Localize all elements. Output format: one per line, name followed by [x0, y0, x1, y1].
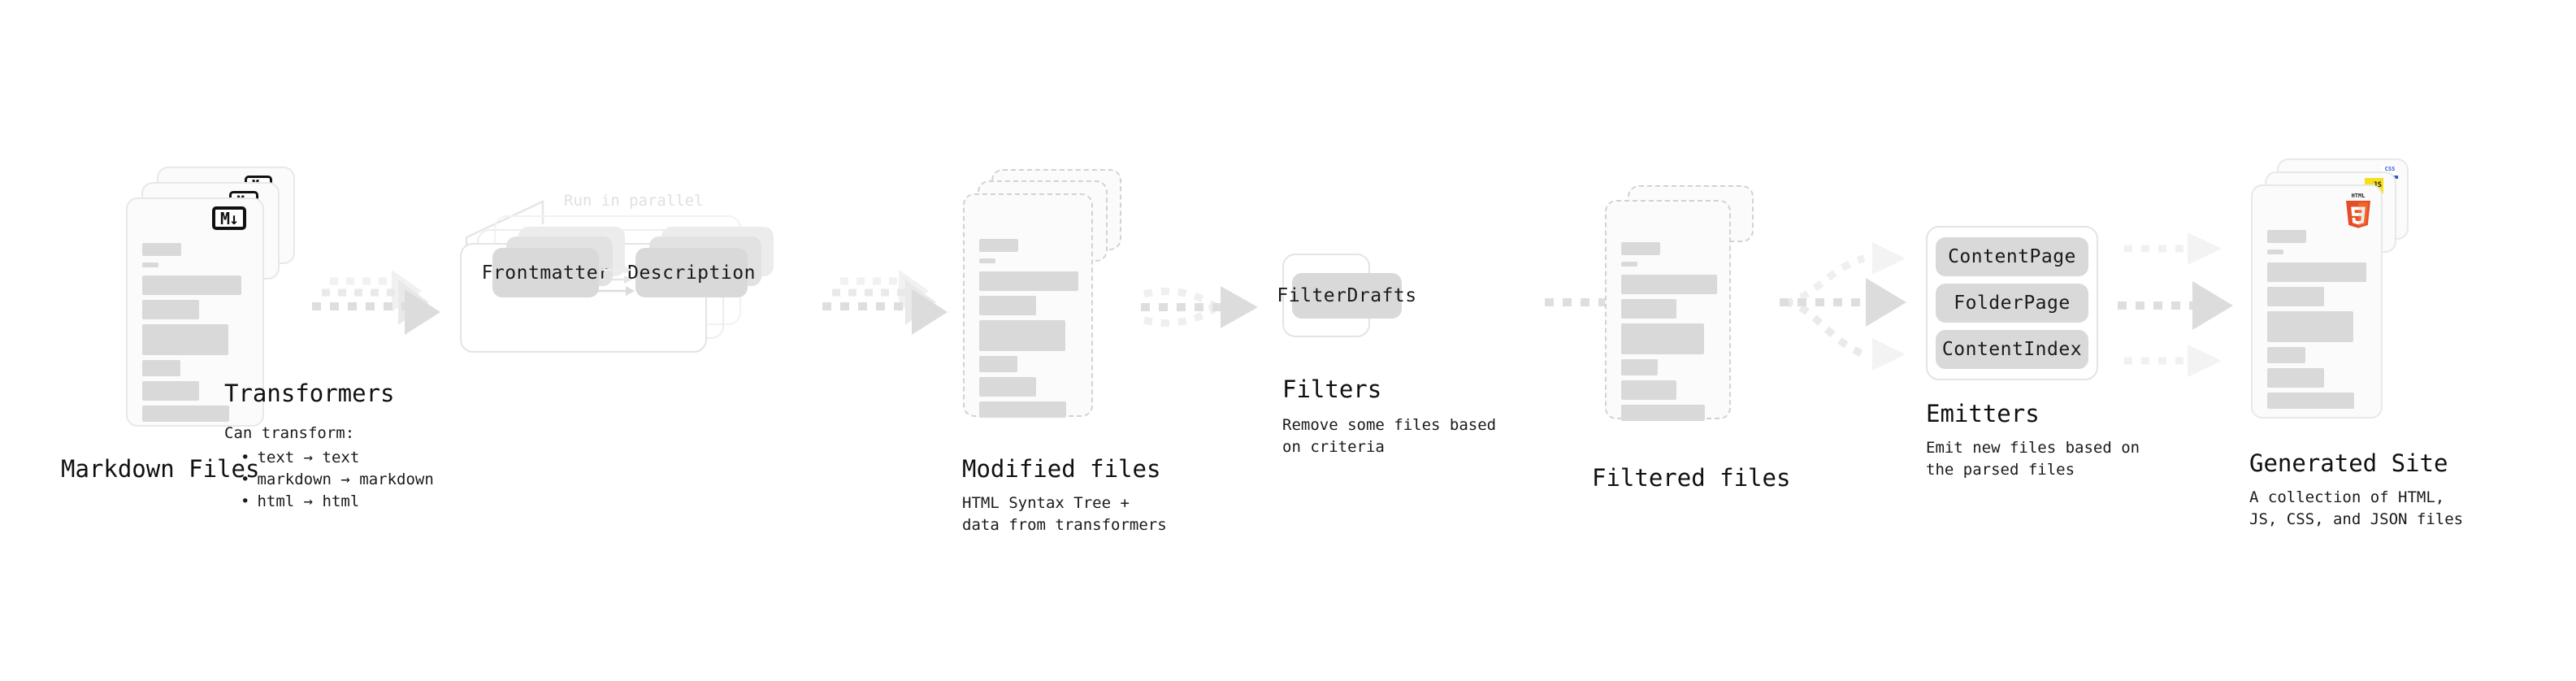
transformers-inner-arrows — [598, 266, 635, 296]
stage-title-modified-files: Modified files — [962, 455, 1161, 483]
stage-title-transformers: Transformers — [224, 380, 395, 407]
doc-skeleton-line — [1621, 299, 1676, 319]
stage-title-markdown-files: Markdown Files — [61, 455, 260, 483]
markdown-icon: M↓ — [212, 206, 246, 230]
doc-skeleton-line — [979, 239, 1018, 252]
connector-markdown-to-transformers — [312, 270, 440, 335]
transformers-bullet-item: markdown → markdown — [241, 469, 433, 491]
doc-skeleton-line — [2267, 347, 2305, 363]
generated-site-description: A collection of HTML, JS, CSS, and JSON … — [2249, 488, 2464, 528]
doc-skeleton-line — [2267, 311, 2353, 342]
doc-skeleton-line — [142, 406, 229, 422]
stage-title-filters: Filters — [1282, 375, 1382, 403]
connector-transformers-to-modified — [822, 270, 948, 335]
doc-skeleton-line — [142, 243, 181, 256]
stage-title-emitters: Emitters — [1926, 400, 2040, 427]
doc-skeleton-line — [142, 381, 199, 401]
chip-contentpage[interactable]: ContentPage — [1936, 237, 2088, 276]
modified-file-stack — [963, 169, 1121, 429]
modified-files-description: HTML Syntax Tree + data from transformer… — [962, 494, 1167, 534]
doc-skeleton-line — [979, 401, 1066, 418]
doc-skeleton-line — [2267, 393, 2354, 409]
doc-skeleton-line — [2267, 287, 2324, 306]
doc-skeleton-line — [979, 271, 1078, 291]
filters-description: Remove some files based on criteria — [1282, 416, 1497, 456]
connector-filtered-to-emitters — [1780, 242, 1906, 371]
doc-skeleton-line — [1621, 275, 1717, 294]
stage-generated-site: CSS JS HTML Genera — [2249, 158, 2463, 528]
doc-skeleton-line — [979, 377, 1036, 397]
doc-skeleton-line — [142, 275, 241, 295]
emitters-description: Emit new files based on the parsed files — [1926, 439, 2140, 479]
doc-skeleton-line — [2267, 230, 2306, 243]
stage-modified-files: Modified files HTML Syntax Tree + data f… — [962, 169, 1167, 534]
doc-skeleton-line — [979, 258, 995, 263]
doc-skeleton-line — [1621, 323, 1704, 354]
chip-filterdrafts[interactable]: FilterDrafts — [1277, 273, 1416, 319]
doc-skeleton-line — [979, 356, 1017, 372]
transformers-description: Can transform: text → text markdown → ma… — [224, 423, 434, 513]
doc-skeleton-line — [979, 320, 1065, 351]
doc-skeleton-line — [142, 262, 158, 267]
doc-skeleton-line — [1621, 262, 1637, 267]
doc-skeleton-line — [1621, 359, 1658, 375]
stage-title-generated-site: Generated Site — [2249, 449, 2448, 477]
doc-skeleton-line — [142, 300, 199, 319]
doc-skeleton-line — [2267, 262, 2366, 282]
generated-site-stack: CSS JS HTML — [2251, 158, 2426, 427]
transformers-bullet-item: html → html — [241, 491, 434, 513]
doc-skeleton-line — [1621, 242, 1660, 255]
transformers-description-lead: Can transform: — [224, 424, 355, 442]
doc-skeleton-line — [1621, 405, 1705, 421]
filtered-file-stack — [1605, 185, 1759, 437]
doc-skeleton-line — [2267, 368, 2324, 388]
doc-skeleton-line — [1621, 380, 1676, 400]
chip-folderpage[interactable]: FolderPage — [1936, 284, 2088, 323]
svg-text:HTML: HTML — [2352, 193, 2366, 199]
run-in-parallel-label: Run in parallel — [564, 192, 704, 210]
markdown-file-stack: M↓ M↓ M↓ — [126, 167, 301, 427]
transformers-bullet-item: text → text — [241, 447, 434, 469]
stage-markdown-files: M↓ M↓ M↓ Markdown Files — [61, 167, 301, 483]
doc-skeleton-line — [142, 324, 228, 355]
html5-icon: HTML — [2346, 193, 2370, 228]
connector-emitters-to-site — [2118, 232, 2233, 377]
connector-modified-to-filters — [1141, 286, 1258, 328]
doc-skeleton-line — [142, 360, 180, 376]
stage-filtered-files: Filtered files — [1592, 185, 1790, 492]
chip-frontmatter[interactable]: Frontmatter — [482, 248, 609, 297]
stage-title-filtered-files: Filtered files — [1592, 464, 1791, 492]
doc-skeleton-line — [979, 296, 1036, 315]
chip-contentindex[interactable]: ContentIndex — [1936, 330, 2088, 369]
transformers-bullet-list: text → text markdown → markdown html → h… — [224, 447, 434, 513]
chip-description[interactable]: Description — [627, 248, 755, 297]
doc-skeleton-line — [2267, 249, 2283, 254]
